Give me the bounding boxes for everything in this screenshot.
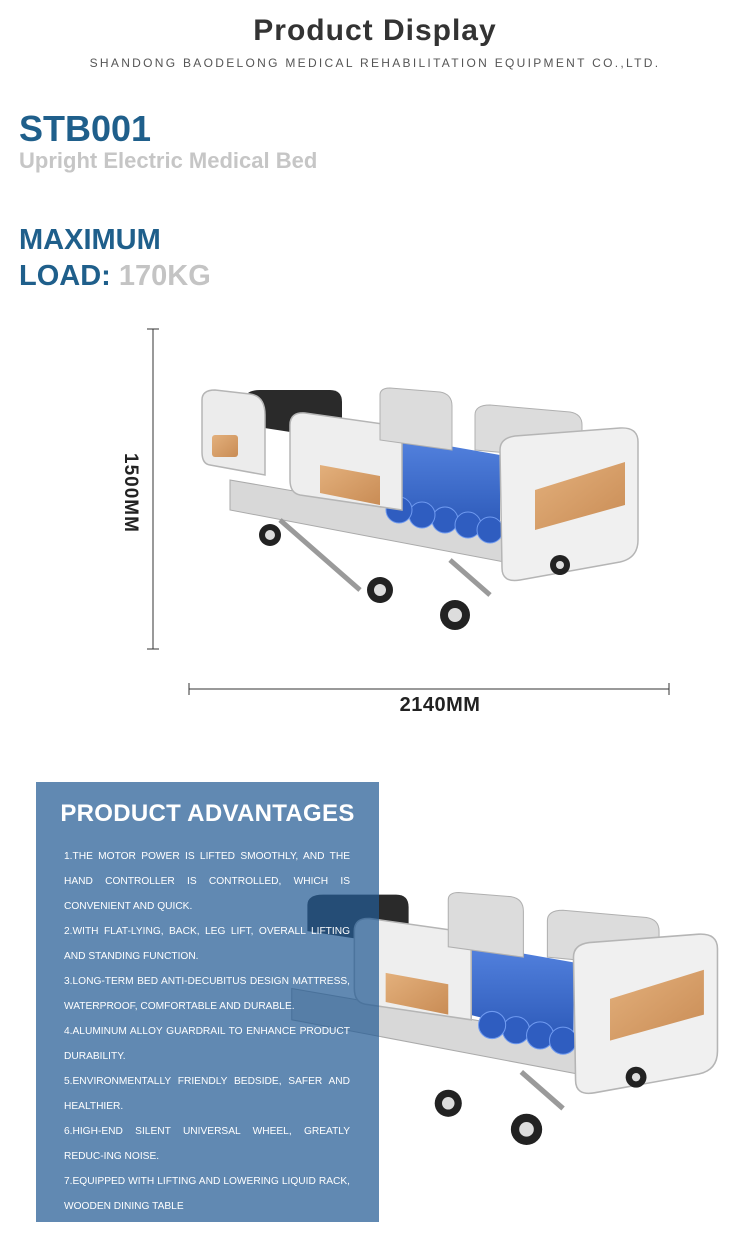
advantage-item: 3.LONG-TERM BED ANTI-DECUBITUS DESIGN MA… — [64, 976, 350, 1012]
advantages-panel: PRODUCT ADVANTAGES 1.THE MOTOR POWER IS … — [36, 782, 379, 1222]
advantage-item: 4.ALUMINUM ALLOY GUARDRAIL TO ENHANCE PR… — [64, 1026, 350, 1062]
product-name: Upright Electric Medical Bed — [19, 148, 318, 173]
advantages-title: PRODUCT ADVANTAGES — [60, 800, 355, 827]
height-dimension: 1500MM — [110, 450, 150, 540]
advantage-item: 7.EQUIPPED WITH LIFTING AND LOWERING LIQ… — [64, 1176, 350, 1212]
advantage-item: 1.THE MOTOR POWER IS LIFTED SMOOTHLY, AN… — [64, 851, 350, 912]
advantage-item: 5.ENVIRONMENTALLY FRIENDLY BEDSIDE, SAFE… — [64, 1076, 350, 1112]
load-value: 170KG — [118, 260, 211, 292]
advantages-list: 1.THE MOTOR POWER IS LIFTED SMOOTHLY, AN… — [64, 844, 350, 1219]
length-dimension-line — [188, 683, 670, 695]
height-dimension-line — [147, 328, 159, 650]
load-label-line1: MAXIMUM — [19, 224, 161, 256]
product-model: STB001 — [19, 108, 152, 149]
advantage-item: 6.HIGH-END SILENT UNIVERSAL WHEEL, GREAT… — [64, 1126, 350, 1162]
company-name: SHANDONG BAODELONG MEDICAL REHABILITATIO… — [89, 56, 661, 70]
height-dimension-label: 1500MM — [120, 453, 141, 533]
advantage-item: 2.WITH FLAT-LYING, BACK, LEG LIFT, OVERA… — [64, 926, 350, 962]
page-title: Product Display — [253, 14, 497, 47]
bed-image — [201, 387, 639, 630]
load-label: LOAD: 170KG — [19, 260, 211, 293]
length-dimension-label: 2140MM — [399, 694, 481, 716]
load-label-line2: LOAD: — [19, 260, 111, 292]
